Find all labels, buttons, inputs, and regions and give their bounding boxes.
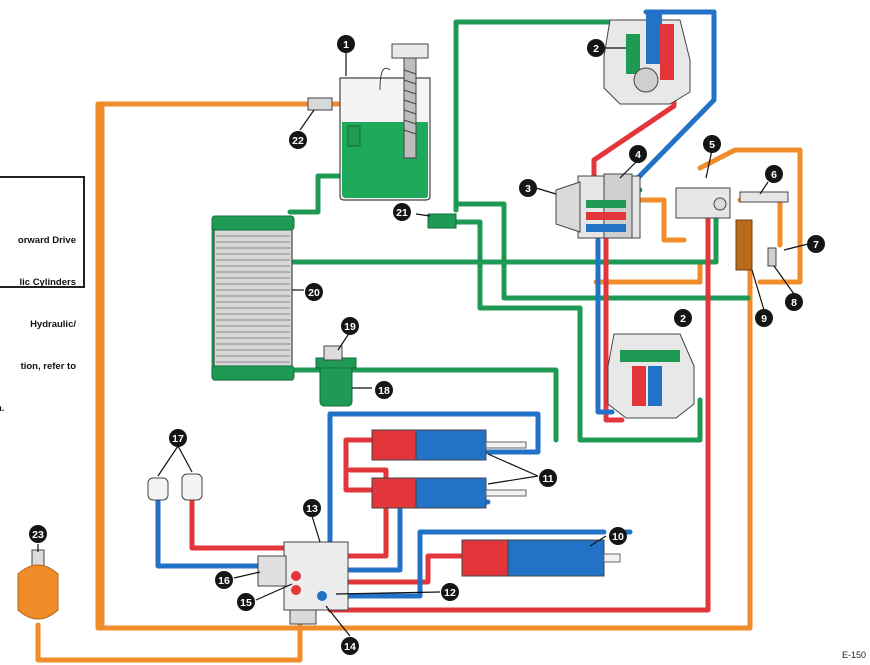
callout-12: 12	[441, 583, 459, 601]
callout-22: 22	[289, 131, 307, 149]
callout-7: 7	[807, 235, 825, 253]
callout-3: 3	[519, 179, 537, 197]
callout-label: 1	[343, 39, 349, 51]
callout-5: 5	[703, 135, 721, 153]
callout-label: 20	[308, 287, 320, 299]
red-to-17	[189, 495, 291, 551]
green-top-line	[453, 19, 623, 213]
callout-label: 2	[680, 313, 686, 325]
orange-lower-loop	[593, 259, 703, 285]
callout-20: 20	[305, 283, 323, 301]
leader-lines	[37, 47, 809, 637]
green-21-to-right	[453, 201, 751, 301]
red-cylinders	[343, 437, 375, 493]
callout-markers: 1 2 2 3 4 5 6 7 8 9 10 11 12 13 14 15 16…	[29, 35, 825, 655]
callout-1: 1	[337, 35, 355, 53]
hydraulic-reservoir	[339, 43, 431, 201]
callout-21: 21	[393, 203, 411, 221]
callout-19: 19	[341, 317, 359, 335]
valve-block	[257, 541, 349, 625]
blue-cyl10	[327, 529, 607, 599]
callout-label: 10	[612, 531, 624, 543]
callout-16: 16	[215, 571, 233, 589]
callout-label: 2	[593, 43, 599, 55]
orange-upper-right-loop	[697, 147, 803, 285]
green-cooler-outlet	[287, 193, 321, 215]
fittings	[307, 97, 457, 229]
callout-8: 8	[785, 293, 803, 311]
top-pump	[603, 14, 691, 105]
callout-11: 11	[539, 469, 557, 487]
callout-label: 7	[813, 239, 819, 251]
callout-label: 19	[344, 321, 356, 333]
callout-label: 16	[218, 575, 230, 587]
legend-line: n.	[0, 403, 5, 414]
callout-label: 5	[709, 139, 715, 151]
red-right-long	[327, 209, 711, 613]
filter-element	[735, 219, 777, 271]
callout-label: 17	[172, 433, 184, 445]
callout-15: 15	[237, 593, 255, 611]
oil-cooler	[211, 215, 295, 381]
callout-label: 12	[444, 587, 456, 599]
legend-box: orward Drive lic Cylinders Hydraulic/ ti…	[0, 176, 85, 414]
legend-line: Hydraulic/	[30, 319, 76, 330]
green-cooler-to-tank	[315, 173, 345, 199]
callout-23: 23	[29, 525, 47, 543]
callout-label: 13	[306, 503, 318, 515]
lift-cylinders	[371, 429, 527, 509]
callout-2-top: 2	[587, 39, 605, 57]
accumulator	[17, 549, 59, 620]
blue-to-17	[155, 495, 291, 569]
callout-label: 18	[378, 385, 390, 397]
orange-return-loop	[95, 101, 753, 631]
callout-label: 8	[791, 297, 797, 309]
callout-label: 9	[761, 313, 767, 325]
blue-valve-to-lower	[595, 237, 615, 415]
control-valve	[555, 173, 641, 239]
green-mid-21	[427, 219, 703, 443]
callout-label: 4	[635, 149, 641, 161]
callout-label: 21	[396, 207, 408, 219]
callout-label: 22	[292, 135, 304, 147]
legend-text: orward Drive lic Cylinders Hydraulic/ ti…	[0, 206, 76, 444]
callout-18: 18	[375, 381, 393, 399]
red-cyl-return	[327, 467, 389, 559]
callout-13: 13	[303, 499, 321, 517]
steering-cylinder	[461, 539, 621, 577]
figure-code: E-150	[842, 650, 867, 660]
filter	[315, 345, 357, 407]
callout-9: 9	[755, 309, 773, 327]
legend-line: lic Cylinders	[19, 277, 77, 288]
callout-label: 6	[771, 169, 777, 181]
orange-mid-right	[637, 197, 687, 243]
callout-14: 14	[341, 637, 359, 655]
blue-top-pump	[627, 9, 717, 189]
quick-couplers	[147, 473, 203, 501]
legend-line: tion, refer to	[20, 361, 76, 372]
callout-6: 6	[765, 165, 783, 183]
callout-2-lower: 2	[674, 309, 692, 327]
legend-line: orward Drive	[17, 235, 76, 246]
callout-label: 14	[344, 641, 356, 653]
callout-label: 23	[32, 529, 44, 541]
callout-17: 17	[169, 429, 187, 447]
callout-10: 10	[609, 527, 627, 545]
callout-label: 11	[542, 473, 553, 485]
priority-valve	[675, 187, 789, 219]
red-valve-to-lower	[603, 233, 625, 423]
callout-label: 3	[525, 183, 531, 195]
blue-cylinders-loop	[327, 411, 541, 455]
orange-tank23-line	[35, 612, 303, 663]
red-cyl10	[327, 553, 465, 585]
lower-pump	[607, 333, 695, 419]
callout-label: 15	[240, 597, 252, 609]
callout-4: 4	[629, 145, 647, 163]
